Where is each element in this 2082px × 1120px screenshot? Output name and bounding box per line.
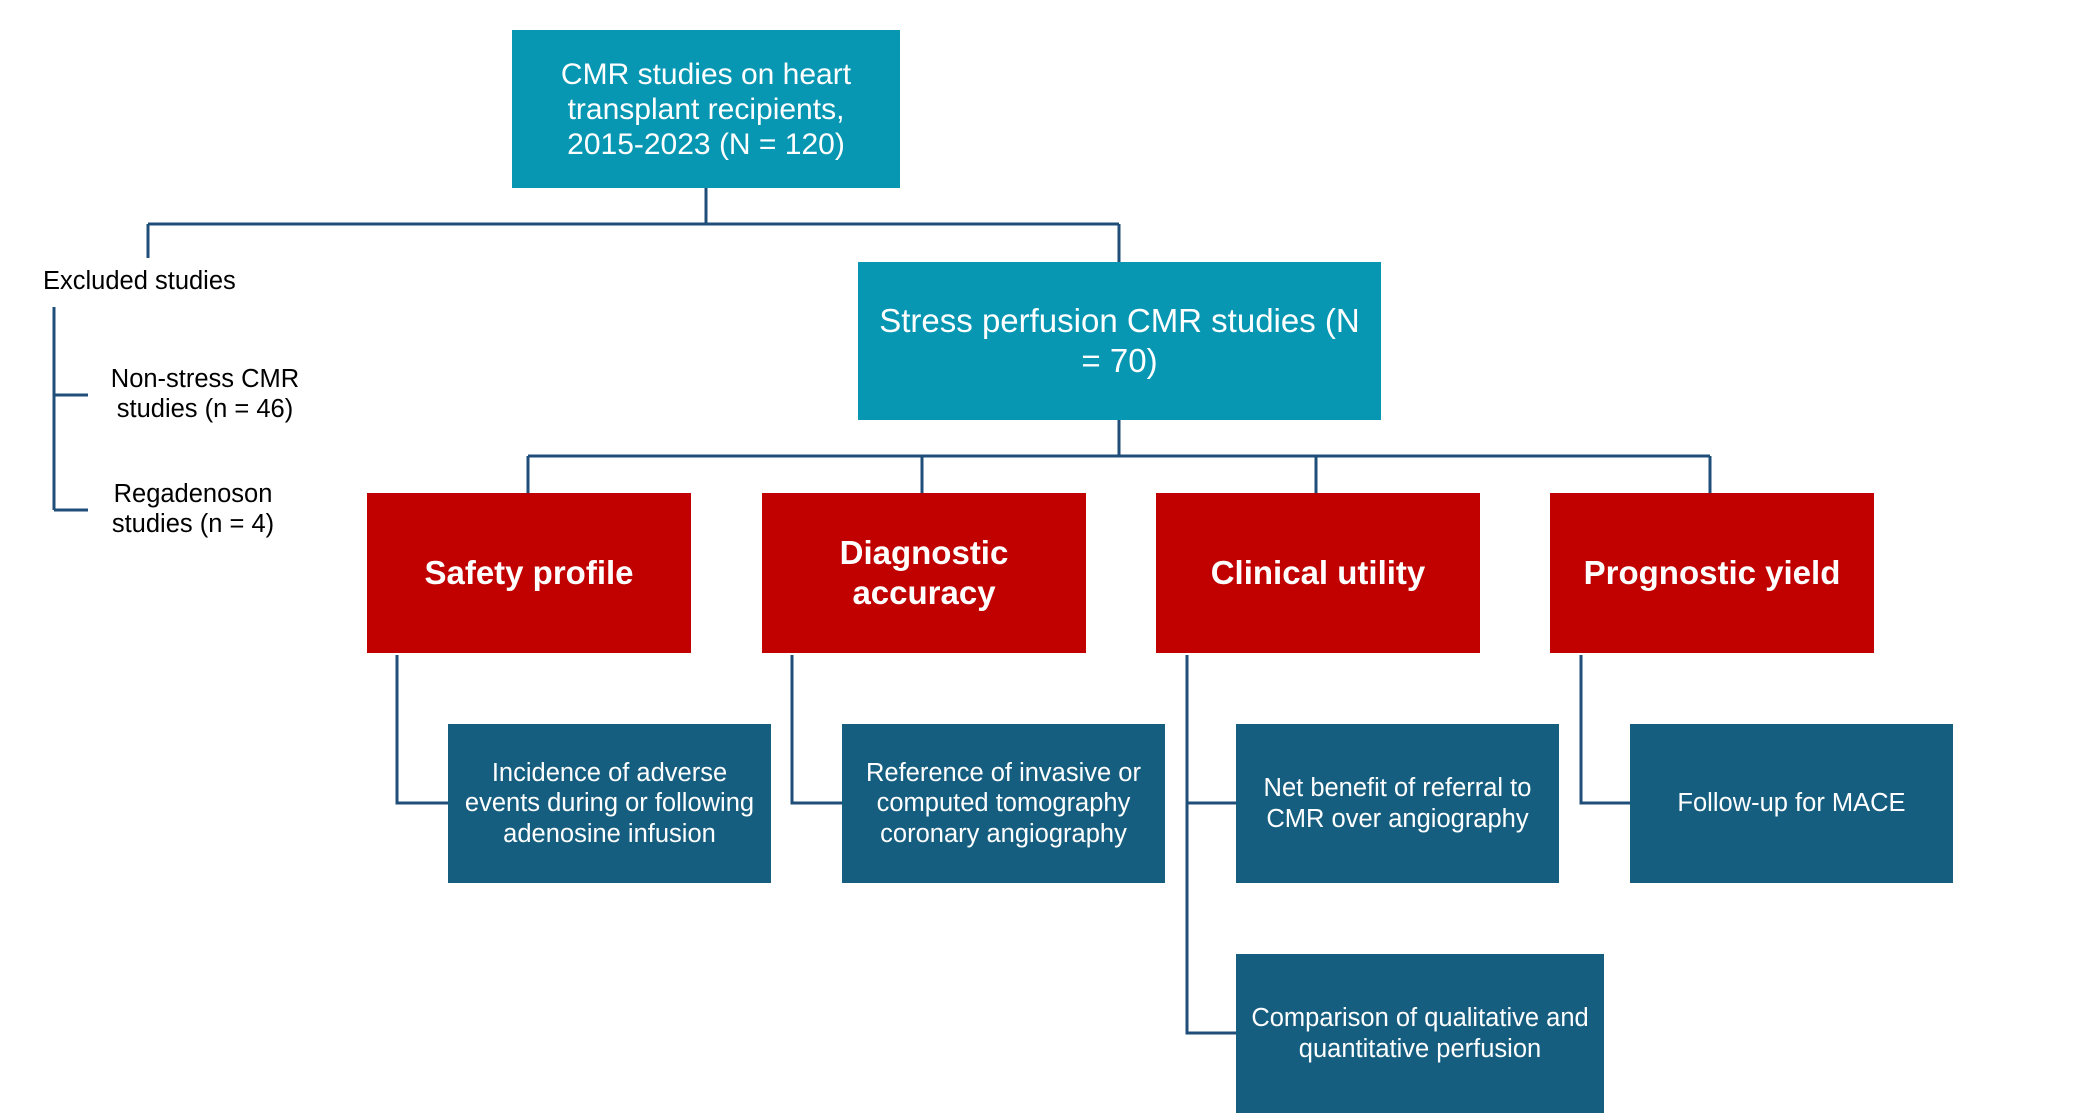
category-prognostic-yield: Prognostic yield [1550, 493, 1874, 653]
connector-safety-detail [395, 655, 448, 805]
category-clinical-utility: Clinical utility [1156, 493, 1480, 653]
connector-prognostic-detail [1579, 655, 1630, 805]
connector-clinical-detail-1 [1185, 655, 1236, 1035]
source-studies-box: CMR studies on heart transplant recipien… [512, 30, 900, 188]
category-diagnostic-accuracy-label: Diagnostic accuracy [839, 534, 1009, 611]
detail-reference-angiography-text: Reference of invasive or computed tomogr… [866, 758, 1141, 848]
stress-perfusion-studies-box: Stress perfusion CMR studies (N = 70) [858, 262, 1381, 420]
source-studies-text: CMR studies on heart transplant recipien… [560, 57, 852, 161]
category-diagnostic-accuracy: Diagnostic accuracy [762, 493, 1086, 653]
stress-perfusion-studies-text: Stress perfusion CMR studies (N = 70) [879, 302, 1360, 379]
detail-adverse-events-text: Incidence of adverse events during or fo… [464, 758, 755, 848]
detail-adverse-events: Incidence of adverse events during or fo… [448, 724, 771, 883]
detail-follow-up-mace: Follow-up for MACE [1630, 724, 1953, 883]
detail-net-benefit: Net benefit of referral to CMR over angi… [1236, 724, 1559, 883]
excluded-item-non-stress: Non-stress CMR studies (n = 46) [110, 365, 300, 423]
connector-diagnostic-detail [790, 655, 842, 805]
excluded-item-regadenoson: Regadenoson studies (n = 4) [111, 480, 275, 538]
detail-perfusion-comparison: Comparison of qualitative and quantitati… [1236, 954, 1604, 1113]
detail-reference-angiography: Reference of invasive or computed tomogr… [842, 724, 1165, 883]
category-safety-profile-label: Safety profile [424, 554, 634, 591]
detail-net-benefit-text: Net benefit of referral to CMR over angi… [1263, 774, 1532, 833]
excluded-studies-label: Excluded studies [43, 267, 236, 295]
category-prognostic-yield-label: Prognostic yield [1583, 554, 1841, 591]
detail-perfusion-comparison-text: Comparison of qualitative and quantitati… [1251, 1004, 1589, 1063]
detail-follow-up-mace-text: Follow-up for MACE [1677, 789, 1906, 818]
category-safety-profile: Safety profile [367, 493, 691, 653]
category-clinical-utility-label: Clinical utility [1210, 554, 1426, 591]
